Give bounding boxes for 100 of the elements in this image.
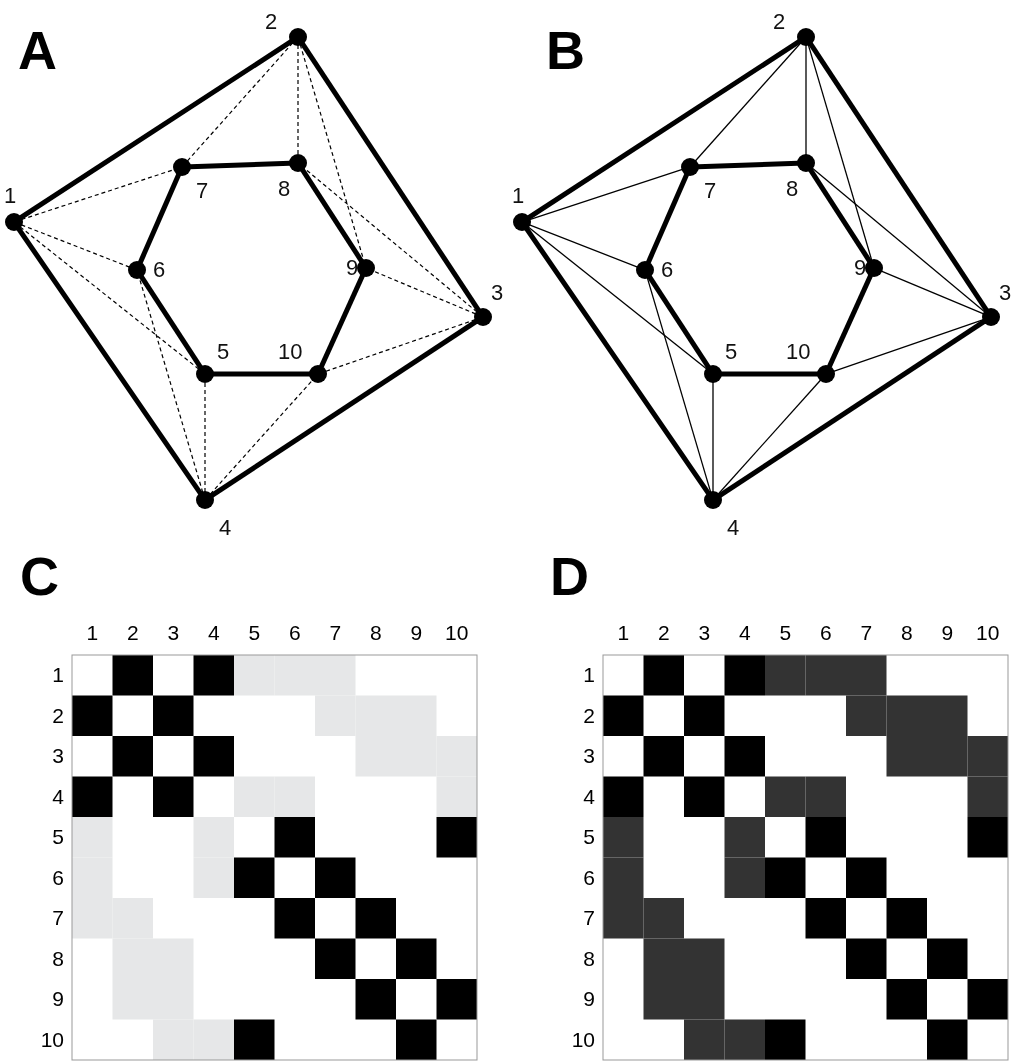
vertex-dot bbox=[196, 491, 214, 509]
row-header: 9 bbox=[51, 987, 64, 1012]
column-header: 8 bbox=[368, 621, 383, 645]
column-header: 8 bbox=[899, 621, 914, 645]
row-header: 3 bbox=[582, 744, 595, 769]
edge-line bbox=[528, 224, 639, 268]
column-header: 6 bbox=[287, 621, 302, 645]
thick-edge bbox=[647, 275, 711, 369]
vertex-number: 10 bbox=[786, 340, 811, 364]
column-header: 5 bbox=[247, 621, 262, 645]
dashed-edge bbox=[138, 277, 204, 493]
vertex-number: 9 bbox=[346, 256, 359, 280]
thick-edge bbox=[721, 371, 818, 377]
column-header: 10 bbox=[444, 621, 470, 645]
row-header: 4 bbox=[51, 784, 64, 809]
thick-edge bbox=[189, 160, 291, 170]
row-header: 1 bbox=[582, 663, 595, 688]
column-header: 3 bbox=[166, 621, 181, 645]
thick-edge bbox=[808, 168, 872, 263]
column-header: 2 bbox=[125, 621, 140, 645]
row-header: 10 bbox=[39, 1027, 64, 1052]
vertex-dot bbox=[289, 154, 307, 172]
column-header: 5 bbox=[778, 621, 793, 645]
vertex-number: 8 bbox=[786, 177, 799, 201]
vertex-number: 3 bbox=[999, 281, 1012, 305]
dashed-edge bbox=[21, 168, 175, 221]
row-header: 6 bbox=[582, 865, 595, 890]
vertex-number: 7 bbox=[196, 179, 209, 203]
vertex-dot bbox=[513, 213, 531, 231]
thick-edge bbox=[19, 39, 293, 220]
row-header: 8 bbox=[51, 946, 64, 971]
row-header: 2 bbox=[51, 703, 64, 728]
column-header: 10 bbox=[975, 621, 1001, 645]
vertex-dot bbox=[704, 365, 722, 383]
vertex-number: 4 bbox=[219, 516, 232, 540]
column-header: 2 bbox=[656, 621, 671, 645]
panel-letter: A bbox=[18, 22, 57, 78]
thick-edge bbox=[718, 319, 986, 498]
vertex-number: 1 bbox=[4, 184, 17, 208]
dashed-edge bbox=[209, 379, 314, 495]
vertex-number: 5 bbox=[725, 340, 738, 364]
vertex-dot bbox=[309, 365, 327, 383]
dashed-edge bbox=[20, 224, 131, 268]
vertex-dot bbox=[797, 154, 815, 172]
thick-edge bbox=[319, 274, 365, 368]
column-header: 7 bbox=[859, 621, 874, 645]
vertex-number: 7 bbox=[704, 179, 717, 203]
thick-edge bbox=[210, 319, 478, 498]
row-header: 7 bbox=[51, 906, 64, 931]
thick-edge bbox=[645, 173, 690, 264]
thick-edge bbox=[524, 227, 711, 495]
vertex-number: 3 bbox=[491, 281, 504, 305]
thick-edge bbox=[16, 227, 203, 495]
vertex-dot bbox=[357, 259, 375, 277]
row-header: 6 bbox=[51, 865, 64, 890]
vertex-dot bbox=[982, 308, 1000, 326]
column-header: 4 bbox=[206, 621, 221, 645]
thick-edge bbox=[137, 173, 182, 264]
row-header: 4 bbox=[582, 784, 595, 809]
edge-line bbox=[712, 381, 714, 493]
vertex-dot bbox=[173, 158, 191, 176]
column-header: 7 bbox=[328, 621, 343, 645]
vertex-dot bbox=[681, 158, 699, 176]
vertex-dot bbox=[704, 491, 722, 509]
vertex-dot bbox=[196, 365, 214, 383]
vertex-dot bbox=[289, 28, 307, 46]
row-header: 8 bbox=[582, 946, 595, 971]
vertex-dot bbox=[5, 213, 23, 231]
vertex-number: 10 bbox=[278, 340, 303, 364]
vertex-number: 9 bbox=[854, 256, 867, 280]
vertex-number: 6 bbox=[661, 258, 674, 282]
dashed-edge bbox=[19, 226, 200, 370]
vertex-number: 2 bbox=[773, 10, 786, 34]
vertex-number: 8 bbox=[278, 177, 291, 201]
vertex-dot bbox=[865, 259, 883, 277]
row-header: 5 bbox=[582, 825, 595, 850]
vertex-number: 2 bbox=[265, 10, 278, 34]
vertex-number: 6 bbox=[153, 258, 166, 282]
column-header: 1 bbox=[616, 621, 631, 645]
edge-line bbox=[717, 379, 822, 495]
thick-edge bbox=[697, 160, 799, 170]
row-header: 9 bbox=[582, 987, 595, 1012]
dashed-edge bbox=[204, 381, 206, 493]
dashed-edge bbox=[186, 42, 294, 162]
vertex-dot bbox=[817, 365, 835, 383]
row-header: 7 bbox=[582, 906, 595, 931]
edge-line bbox=[880, 270, 985, 315]
vertex-dot bbox=[474, 308, 492, 326]
thick-edge bbox=[300, 168, 364, 263]
row-header: 3 bbox=[51, 744, 64, 769]
column-header: 9 bbox=[409, 621, 424, 645]
column-header: 9 bbox=[940, 621, 955, 645]
edge-line bbox=[807, 44, 873, 261]
thick-edge bbox=[139, 275, 203, 369]
vertex-dot bbox=[128, 261, 146, 279]
column-header: 6 bbox=[818, 621, 833, 645]
panel-letter: D bbox=[550, 548, 589, 604]
dashed-edge bbox=[297, 44, 299, 156]
thick-edge bbox=[827, 274, 873, 368]
edge-line bbox=[805, 44, 807, 156]
